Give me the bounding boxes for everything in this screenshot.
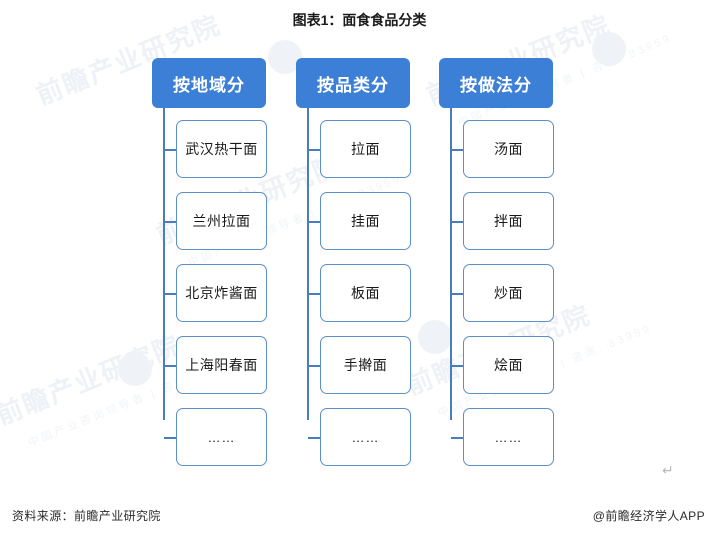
item-box[interactable]: 烩面 <box>463 336 554 394</box>
brand-label: @前瞻经济学人APP <box>592 509 705 523</box>
item-box[interactable]: 拌面 <box>463 192 554 250</box>
connector-stub <box>164 365 177 367</box>
connector-stub <box>308 365 321 367</box>
classification-diagram: 按地域分 武汉热干面 兰州拉面 北京炸酱面 上海阳春面 …… <box>152 58 584 480</box>
category-branch: 汤面 拌面 炒面 烩面 …… <box>439 108 584 466</box>
connector-stub <box>451 149 464 151</box>
enter-return-icon: ↵ <box>662 462 674 478</box>
list-item: 北京炸酱面 <box>152 264 297 322</box>
list-item: 炒面 <box>439 264 584 322</box>
connector-stub <box>308 221 321 223</box>
list-item: 烩面 <box>439 336 584 394</box>
item-box[interactable]: 汤面 <box>463 120 554 178</box>
category-header-region[interactable]: 按地域分 <box>152 58 266 108</box>
list-item: 汤面 <box>439 120 584 178</box>
item-box[interactable]: 板面 <box>320 264 411 322</box>
category-column: 按品类分 拉面 挂面 板面 手擀面 …… <box>296 58 441 480</box>
list-item: 手擀面 <box>296 336 441 394</box>
connector-trunk <box>163 108 165 420</box>
connector-stub <box>451 365 464 367</box>
list-item: 上海阳春面 <box>152 336 297 394</box>
category-column: 按做法分 汤面 拌面 炒面 烩面 …… <box>439 58 584 480</box>
page-title: 图表1：面食食品分类 <box>292 12 427 28</box>
connector-stub <box>164 293 177 295</box>
list-item: 拉面 <box>296 120 441 178</box>
item-box[interactable]: 炒面 <box>463 264 554 322</box>
item-box[interactable]: 挂面 <box>320 192 411 250</box>
list-item: …… <box>439 408 584 466</box>
connector-stub <box>164 221 177 223</box>
list-item: 板面 <box>296 264 441 322</box>
item-box-ellipsis[interactable]: …… <box>176 408 267 466</box>
connector-stub <box>164 437 177 439</box>
item-box[interactable]: 武汉热干面 <box>176 120 267 178</box>
connector-stub <box>451 293 464 295</box>
connector-stub <box>451 437 464 439</box>
source-label: 资料来源：前瞻产业研究院 <box>12 509 161 523</box>
item-box[interactable]: 北京炸酱面 <box>176 264 267 322</box>
item-box-ellipsis[interactable]: …… <box>320 408 411 466</box>
connector-stub <box>308 293 321 295</box>
footer: 资料来源：前瞻产业研究院 @前瞻经济学人APP <box>0 499 719 537</box>
list-item: 挂面 <box>296 192 441 250</box>
category-branch: 拉面 挂面 板面 手擀面 …… <box>296 108 441 466</box>
item-box[interactable]: 拉面 <box>320 120 411 178</box>
connector-stub <box>308 437 321 439</box>
list-item: …… <box>296 408 441 466</box>
connector-stub <box>164 149 177 151</box>
category-branch: 武汉热干面 兰州拉面 北京炸酱面 上海阳春面 …… <box>152 108 297 466</box>
item-box-ellipsis[interactable]: …… <box>463 408 554 466</box>
category-header-type[interactable]: 按品类分 <box>296 58 410 108</box>
item-box[interactable]: 上海阳春面 <box>176 336 267 394</box>
connector-stub <box>451 221 464 223</box>
category-header-method[interactable]: 按做法分 <box>439 58 553 108</box>
item-box[interactable]: 兰州拉面 <box>176 192 267 250</box>
connector-trunk <box>450 108 452 420</box>
connector-stub <box>308 149 321 151</box>
item-box[interactable]: 手擀面 <box>320 336 411 394</box>
list-item: 兰州拉面 <box>152 192 297 250</box>
list-item: …… <box>152 408 297 466</box>
category-column: 按地域分 武汉热干面 兰州拉面 北京炸酱面 上海阳春面 …… <box>152 58 297 480</box>
list-item: 武汉热干面 <box>152 120 297 178</box>
list-item: 拌面 <box>439 192 584 250</box>
connector-trunk <box>307 108 309 420</box>
